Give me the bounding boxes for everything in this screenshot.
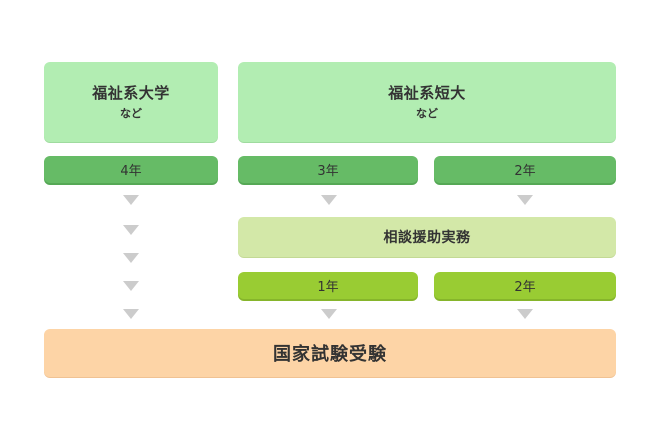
- practice-route-b-years-pill: 2年: [434, 272, 616, 299]
- university-subtitle: など: [120, 106, 142, 120]
- down-arrow-icon: [517, 309, 533, 319]
- junior-college-route-a-years-label: 3年: [317, 164, 339, 179]
- junior-college-route-a-years-pill: 3年: [238, 156, 418, 183]
- down-arrow-icon: [123, 281, 139, 291]
- practice-route-a-years-pill: 1年: [238, 272, 418, 299]
- practical-experience-title: 相談援助実務: [383, 230, 471, 246]
- down-arrow-icon: [321, 195, 337, 205]
- practice-route-a-years-label: 1年: [317, 280, 339, 295]
- down-arrow-icon: [517, 195, 533, 205]
- down-arrow-icon: [123, 253, 139, 263]
- down-arrow-icon: [123, 225, 139, 235]
- university-title: 福祉系大学: [92, 83, 170, 102]
- junior-college-route-b-years-label: 2年: [514, 164, 536, 179]
- junior-college-box: 福祉系短大 など: [238, 62, 616, 142]
- practical-experience-box: 相談援助実務: [238, 217, 616, 257]
- junior-college-subtitle: など: [416, 106, 438, 120]
- down-arrow-icon: [123, 309, 139, 319]
- university-box: 福祉系大学 など: [44, 62, 218, 142]
- national-exam-box: 国家試験受験: [44, 329, 616, 377]
- down-arrow-icon: [123, 195, 139, 205]
- university-years-label: 4年: [120, 164, 142, 179]
- national-exam-title: 国家試験受験: [273, 344, 387, 365]
- university-years-pill: 4年: [44, 156, 218, 183]
- practice-route-b-years-label: 2年: [514, 280, 536, 295]
- junior-college-title: 福祉系短大: [388, 83, 466, 102]
- down-arrow-icon: [321, 309, 337, 319]
- junior-college-route-b-years-pill: 2年: [434, 156, 616, 183]
